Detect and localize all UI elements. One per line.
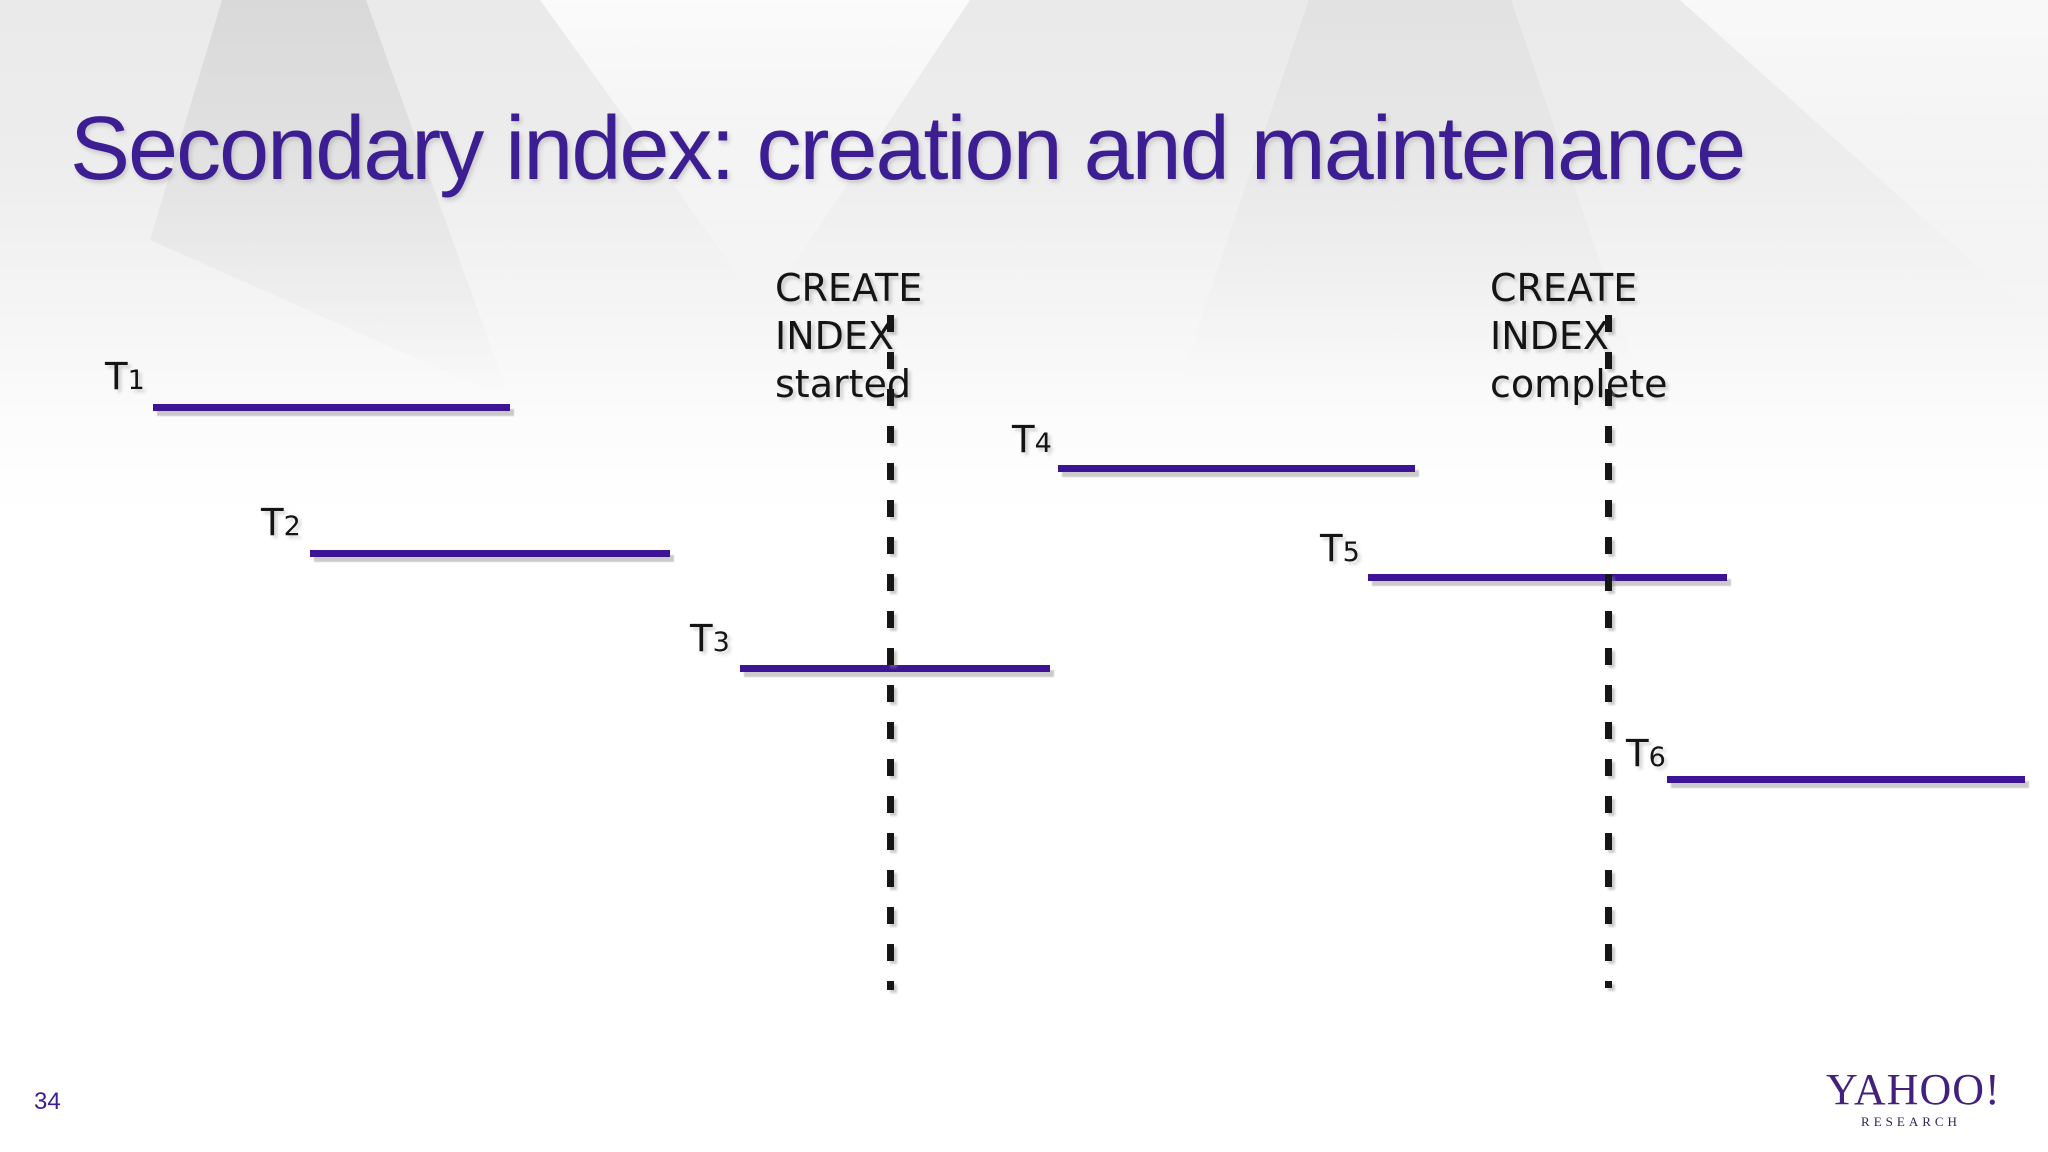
- txn-digit: 5: [1342, 537, 1360, 568]
- transaction-bar-t3: [740, 665, 1050, 672]
- marker-label-line: complete: [1490, 362, 1668, 406]
- transaction-bar-t1: [153, 404, 510, 411]
- marker-label-line: started: [775, 362, 912, 406]
- transaction-label-t5: T5: [1320, 527, 1360, 570]
- page-title: Secondary index: creation and maintenanc…: [70, 99, 1746, 199]
- txn-prefix: T: [1320, 527, 1343, 570]
- page-number: 34: [34, 1088, 61, 1115]
- yahoo-logo-subtitle: RESEARCH: [1861, 1114, 1961, 1129]
- marker-label-line: INDEX: [775, 314, 894, 358]
- txn-digit: 1: [127, 365, 145, 396]
- txn-digit: 3: [712, 627, 730, 658]
- txn-digit: 6: [1648, 742, 1666, 773]
- create-index-complete-line: [1605, 315, 1612, 988]
- transaction-bar-t2: [310, 550, 670, 557]
- txn-prefix: T: [1012, 418, 1035, 461]
- yahoo-research-logo: YAHOO! RESEARCH: [1826, 1065, 2001, 1130]
- transaction-label-t4: T4: [1012, 418, 1052, 461]
- marker-label-line: CREATE: [1490, 266, 1638, 310]
- marker-label-line: INDEX: [1490, 314, 1609, 358]
- txn-prefix: T: [690, 617, 713, 660]
- transaction-label-t2: T2: [261, 501, 301, 544]
- marker-label-line: CREATE: [775, 266, 923, 310]
- txn-digit: 2: [283, 511, 301, 542]
- transaction-label-t3: T3: [690, 617, 730, 660]
- transaction-bar-t6: [1667, 776, 2025, 783]
- txn-prefix: T: [105, 355, 128, 398]
- txn-prefix: T: [1626, 732, 1649, 775]
- create-index-started-line: [887, 315, 894, 990]
- transaction-bar-t4: [1058, 465, 1415, 472]
- transaction-label-t1: T1: [105, 355, 145, 398]
- yahoo-logo-text: YAHOO!: [1826, 1065, 2001, 1114]
- txn-prefix: T: [261, 501, 284, 544]
- transaction-label-t6: T6: [1626, 732, 1666, 775]
- transaction-bar-t5: [1368, 574, 1727, 581]
- txn-digit: 4: [1034, 428, 1052, 459]
